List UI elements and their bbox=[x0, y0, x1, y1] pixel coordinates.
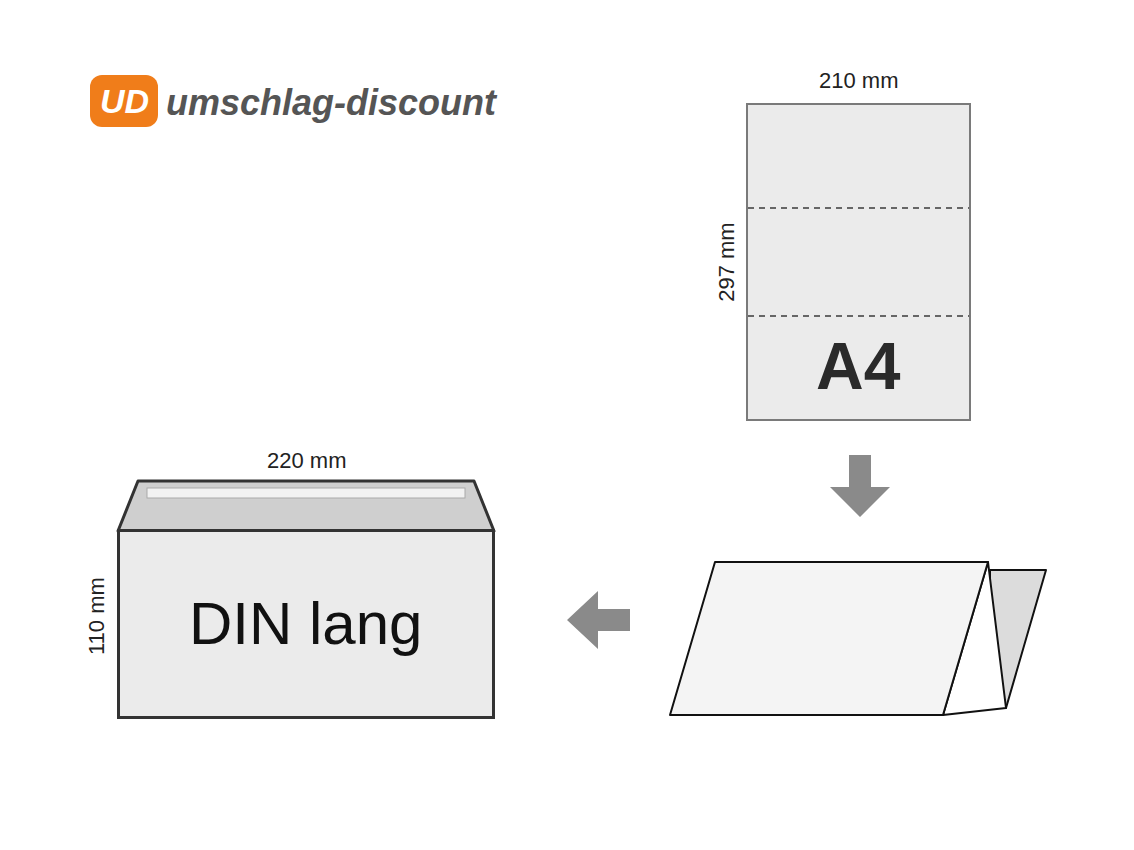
flow-arrow bbox=[567, 591, 630, 649]
brand-name: umschlag-discount bbox=[166, 83, 496, 123]
dimension: 210 mm bbox=[819, 69, 898, 93]
fold-line bbox=[748, 315, 969, 317]
logo-letters: UD bbox=[100, 83, 149, 120]
din-lang-envelope: DIN lang bbox=[117, 529, 495, 719]
folded-sheet-front bbox=[670, 562, 988, 715]
adhesive-strip bbox=[147, 488, 465, 498]
node-text: A4 bbox=[816, 333, 900, 399]
fold-line bbox=[748, 207, 969, 209]
a4-sheet: A4 bbox=[746, 103, 971, 421]
node-text: DIN lang bbox=[189, 594, 422, 654]
dimension: 220 mm bbox=[267, 449, 346, 473]
envelope-flap bbox=[118, 481, 494, 531]
flow-arrow bbox=[830, 455, 890, 517]
dimension: 297 mm bbox=[715, 222, 739, 301]
logo-mark bbox=[90, 75, 158, 127]
dimension: 110 mm bbox=[85, 577, 109, 655]
